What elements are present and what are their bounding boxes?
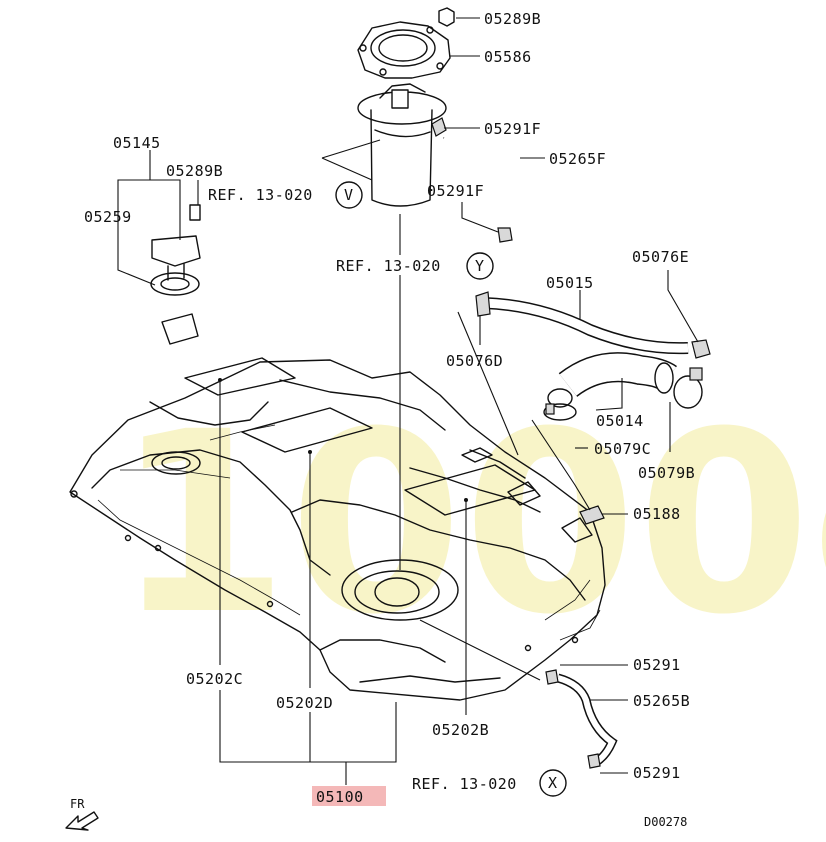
dot-05202D (308, 450, 312, 454)
label-05079C[interactable]: 05079C (594, 440, 651, 458)
front-arrow-icon (65, 811, 99, 831)
ref-label-x[interactable]: REF. 13-020 (412, 775, 517, 793)
label-05265B[interactable]: 05265B (633, 692, 690, 710)
hose-05015 (475, 291, 711, 359)
label-05291F-top[interactable]: 05291F (484, 120, 541, 138)
callout-circle-y (466, 252, 494, 280)
label-05289B-top[interactable]: 05289B (484, 10, 541, 28)
callout-circle-v (335, 181, 363, 209)
front-direction-indicator: FR (65, 797, 99, 831)
ref-label-v[interactable]: REF. 13-020 (208, 186, 313, 204)
dot-05202C (218, 378, 222, 382)
diagram-code: D00278 (644, 815, 687, 829)
label-05014[interactable]: 05014 (596, 412, 644, 430)
label-05291-b[interactable]: 05291 (633, 764, 681, 782)
callout-y: Y (475, 257, 485, 275)
hose-05265B (545, 669, 618, 769)
label-05079B[interactable]: 05079B (638, 464, 695, 482)
fuel-pump-assembly (357, 7, 455, 207)
leader-lines (117, 17, 699, 785)
label-05202C[interactable]: 05202C (186, 670, 243, 688)
label-05202D[interactable]: 05202D (276, 694, 333, 712)
part-05188 (579, 505, 605, 525)
label-05265F[interactable]: 05265F (549, 150, 606, 168)
highlight-05100 (312, 786, 386, 806)
label-05259[interactable]: 05259 (84, 208, 132, 226)
label-05291F-mid[interactable]: 05291F (427, 182, 484, 200)
callout-x: X (548, 774, 558, 792)
clamp-05079C (543, 403, 577, 421)
callout-v: V (344, 186, 354, 204)
front-label: FR (70, 797, 85, 811)
mounting-bolts (70, 490, 579, 652)
clamp-05079B (673, 367, 703, 409)
label-05076E[interactable]: 05076E (632, 248, 689, 266)
fuel-gauge-sender (150, 204, 201, 345)
ref-label-y[interactable]: REF. 13-020 (336, 257, 441, 275)
label-05586[interactable]: 05586 (484, 48, 532, 66)
label-05291-a[interactable]: 05291 (633, 656, 681, 674)
label-05145[interactable]: 05145 (113, 134, 161, 152)
label-05015[interactable]: 05015 (546, 274, 594, 292)
hose-05265F-inner (442, 135, 524, 232)
part-labels: 05289B 05586 05291F 05265F 05291F 05145 … (84, 10, 695, 806)
reference-labels: REF. 13-020 V REF. 13-020 Y REF. 13-020 … (208, 181, 567, 797)
label-05076D[interactable]: 05076D (446, 352, 503, 370)
label-05188[interactable]: 05188 (633, 505, 681, 523)
hose-05014 (547, 352, 677, 408)
callout-circle-x (539, 769, 567, 797)
clamp-05291F-mid (497, 227, 513, 243)
label-05202B[interactable]: 05202B (432, 721, 489, 739)
label-05289B-left[interactable]: 05289B (166, 162, 223, 180)
dot-05202B (464, 498, 468, 502)
label-05100[interactable]: 05100 (316, 788, 364, 806)
watermark: 1000g (115, 378, 826, 669)
